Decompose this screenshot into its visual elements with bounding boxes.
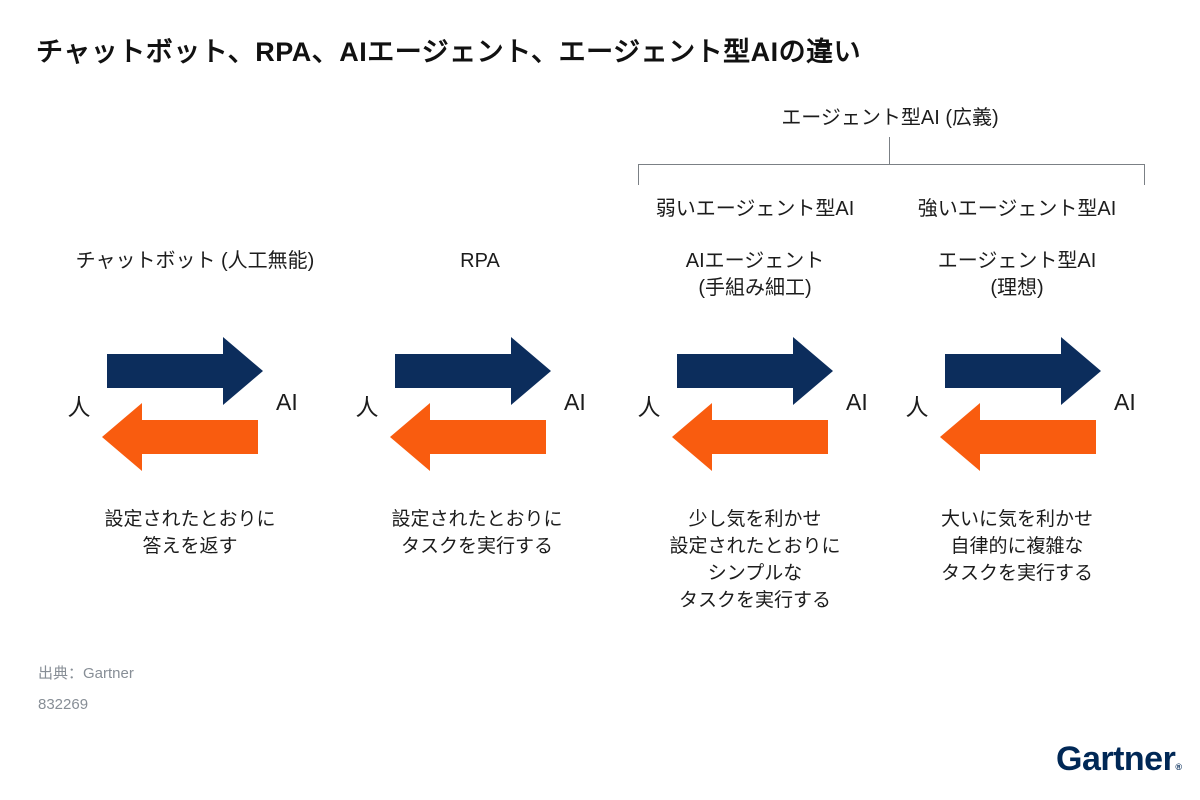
ai-label: AI (846, 389, 868, 415)
arrow-left-icon (102, 403, 258, 471)
column-description-rpa: 設定されたとおりに タスクを実行する (391, 509, 563, 557)
arrow-right-icon (945, 337, 1101, 405)
column-description-chatbot: 設定されたとおりに 答えを返す (104, 509, 276, 557)
source-note: 出典：Gartner (38, 665, 134, 682)
column-header-chatbot: チャットボット (人工無能) (75, 250, 315, 272)
human-label: 人 (905, 394, 929, 420)
bracket-span-line (638, 164, 1145, 185)
arrow-left-icon (672, 403, 828, 471)
bracket-stem-line (889, 137, 890, 165)
gartner-logo: Gartner® (1056, 740, 1182, 779)
arrow-right-icon (107, 337, 263, 405)
bracket-label: エージェント型AI (広義) (781, 107, 999, 129)
gartner-logo-text: Gartner (1056, 740, 1176, 778)
column-header-agentic-ai: エージェント型AI (理想) (937, 250, 1097, 299)
document-id: 832269 (38, 696, 89, 713)
sublabel-weak-agentic-ai: 弱いエージェント型AI (655, 198, 855, 220)
column-description-ai-agent: 少し気を利かせ 設定されたとおりに シンプルな タスクを実行する (669, 509, 841, 611)
human-label: 人 (67, 394, 91, 420)
exchange-arrows (102, 337, 263, 471)
exchange-arrows (390, 337, 551, 471)
human-label: 人 (637, 394, 661, 420)
ai-label: AI (1114, 389, 1136, 415)
ai-label: AI (564, 389, 586, 415)
arrow-left-icon (390, 403, 546, 471)
column-header-rpa: RPA (460, 250, 500, 272)
arrow-left-icon (940, 403, 1096, 471)
exchange-arrows (940, 337, 1101, 471)
arrow-right-icon (677, 337, 833, 405)
registered-mark-icon: ® (1175, 762, 1182, 772)
page-title: チャットボット、RPA、AIエージェント、エージェント型AIの違い (36, 37, 862, 67)
human-label: 人 (355, 394, 379, 420)
column-header-ai-agent: AIエージェント (手組み細工) (685, 250, 825, 299)
exchange-arrows (672, 337, 833, 471)
column-description-agentic-ai: 大いに気を利かせ 自律的に複雑な タスクを実行する (940, 509, 1093, 584)
ai-label: AI (276, 389, 298, 415)
sublabel-strong-agentic-ai: 強いエージェント型AI (917, 198, 1117, 220)
arrow-right-icon (395, 337, 551, 405)
